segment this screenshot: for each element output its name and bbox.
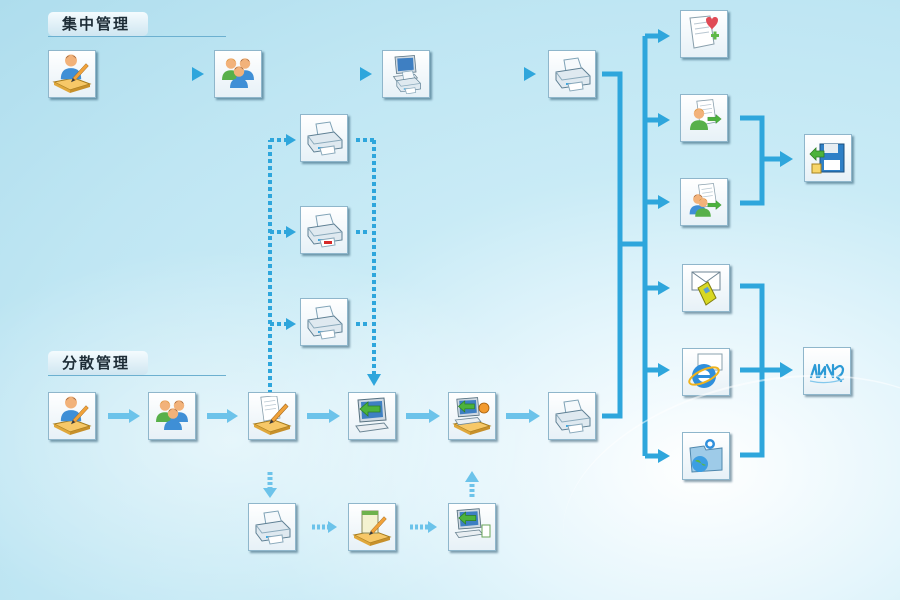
printer-icon bbox=[552, 54, 592, 94]
arrow-top-3-head bbox=[524, 67, 536, 81]
arrow-bot-2-head bbox=[227, 409, 238, 423]
node-top-computer bbox=[382, 50, 430, 98]
node-bot-user-writing bbox=[48, 392, 96, 440]
node-bot-document bbox=[248, 392, 296, 440]
branch-r4-head bbox=[658, 281, 670, 295]
node-sub-printer bbox=[248, 503, 296, 551]
node-final-logo bbox=[803, 347, 851, 395]
brand-logo-icon bbox=[809, 363, 845, 384]
arrow-top-1-head bbox=[192, 67, 204, 81]
user-writing-icon bbox=[52, 54, 92, 94]
user-writing-icon bbox=[52, 396, 92, 436]
node-sub-computer-import bbox=[448, 503, 496, 551]
mobile-mail-icon bbox=[691, 271, 721, 306]
node-sub-notepad bbox=[348, 503, 396, 551]
arrow-to-logo-head bbox=[780, 362, 793, 378]
printer-icon bbox=[304, 118, 344, 158]
dotted-left-p2-head bbox=[286, 226, 296, 238]
printer-icon bbox=[304, 302, 344, 342]
branch-r3-head bbox=[658, 195, 670, 209]
printer-icon bbox=[252, 507, 292, 547]
computer-printer-icon bbox=[386, 54, 426, 94]
node-right-user-export bbox=[680, 94, 728, 142]
node-top-printer bbox=[548, 50, 596, 98]
node-mid-printer-3 bbox=[300, 298, 348, 346]
branch-r6-head bbox=[658, 449, 670, 463]
arrow-bot-5-head bbox=[529, 409, 540, 423]
node-right-users-export bbox=[680, 178, 728, 226]
branch-r5-head bbox=[658, 363, 670, 377]
arrow-to-floppy-head bbox=[780, 151, 793, 167]
section-underline-dispersed bbox=[48, 375, 226, 376]
arrow-bot-3-head bbox=[329, 409, 340, 423]
web-folder-icon bbox=[689, 439, 723, 473]
node-bot-printer bbox=[548, 392, 596, 440]
node-mid-printer-2 bbox=[300, 206, 348, 254]
notepad-pen-icon bbox=[352, 510, 392, 547]
node-right-web-folder bbox=[682, 432, 730, 480]
computer-import-icon bbox=[452, 507, 491, 547]
node-bot-user-group bbox=[148, 392, 196, 440]
node-bot-computer-check bbox=[448, 392, 496, 440]
dotted-left-p3-head bbox=[286, 318, 296, 330]
node-top-user-writing bbox=[48, 50, 96, 98]
dotted-sub-2-head bbox=[428, 521, 437, 533]
computer-import-icon bbox=[352, 396, 392, 436]
printer-red-paper-icon bbox=[304, 210, 344, 250]
health-checklist-icon bbox=[684, 14, 719, 54]
node-top-user-group bbox=[214, 50, 262, 98]
bracket-r2-r3 bbox=[740, 115, 765, 206]
node-right-mobile-mail bbox=[682, 264, 730, 312]
printer-icon bbox=[552, 396, 592, 436]
users-export-icon bbox=[684, 182, 724, 222]
computer-check-icon bbox=[452, 396, 492, 436]
node-right-ie-browser bbox=[682, 348, 730, 396]
node-final-floppy bbox=[804, 134, 852, 182]
bracket-top-printer bbox=[602, 71, 623, 244]
arrow-bot-1-head bbox=[129, 409, 140, 423]
user-group-icon bbox=[152, 396, 192, 436]
node-right-health-checklist bbox=[680, 10, 728, 58]
section-underline-central bbox=[48, 36, 226, 37]
dotted-left-p1-head bbox=[286, 134, 296, 146]
branch-r1-head bbox=[658, 29, 670, 43]
bracket-bottom-printer bbox=[602, 244, 623, 419]
document-pen-icon bbox=[252, 396, 292, 436]
node-bot-computer-import bbox=[348, 392, 396, 440]
branch-r2-head bbox=[658, 113, 670, 127]
ie-browser-icon bbox=[688, 353, 723, 388]
node-mid-printer-1 bbox=[300, 114, 348, 162]
arrow-bot-4-head bbox=[429, 409, 440, 423]
dotted-up-comp-head bbox=[465, 471, 479, 482]
user-group-icon bbox=[218, 54, 258, 94]
floppy-save-icon bbox=[809, 143, 845, 174]
dotted-down-doc-head bbox=[263, 488, 277, 498]
section-label-dispersed: 分散管理 bbox=[48, 351, 148, 375]
dotted-down-right-head bbox=[367, 374, 381, 386]
dotted-sub-1-head bbox=[328, 521, 337, 533]
user-export-icon bbox=[684, 98, 724, 138]
arrow-top-2-head bbox=[360, 67, 372, 81]
section-label-central: 集中管理 bbox=[48, 12, 148, 36]
